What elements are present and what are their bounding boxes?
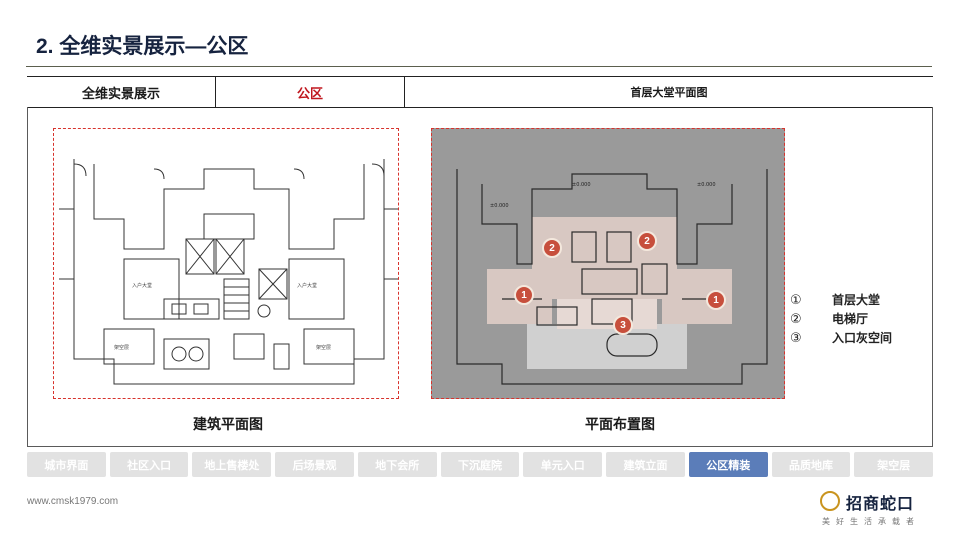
nav-button-sunken-courtyard[interactable]: 下沉庭院 [440, 452, 520, 477]
nav-button-city-interface[interactable]: 城市界面 [27, 452, 106, 477]
legend-label: 首层大堂 [832, 293, 881, 307]
plan-label-lobby-east: 入户大堂 [297, 282, 317, 289]
footer-url: www.cmsk1979.com [27, 496, 119, 507]
nav-button-facade[interactable]: 建筑立面 [606, 452, 685, 477]
page-title: 2. 全维实景展示—公区 [36, 35, 249, 58]
header-cell-plan-title: 首层大堂平面图 [630, 87, 708, 99]
brand-slogan: 美好生活承载者 [822, 517, 920, 526]
architectural-plan-panel: 入户大堂 入户大堂 架空层 架空层 [53, 128, 399, 399]
legend-number: ③ [790, 329, 802, 345]
layout-plan-panel: ±0.000 ±0.000 ±0.000 1 2 2 1 3 [431, 128, 785, 399]
nav-button-community-entrance[interactable]: 社区入口 [109, 452, 189, 477]
header-cell-category: 全维实景展示 [27, 77, 216, 107]
brand-name: 招商蛇口 [846, 496, 915, 513]
brand-logo: 招商蛇口 美好生活承载者 [820, 490, 935, 530]
nav-button-public-area-finish[interactable]: 公区精装 [688, 452, 768, 477]
elevation-label-1: ±0.000 [572, 182, 591, 188]
legend-item: ② 电梯厅 [790, 309, 892, 328]
zone-marker-lobby-east[interactable]: 1 [706, 290, 726, 310]
nav-button-backyard-landscape[interactable]: 后场景观 [275, 452, 354, 477]
legend-item: ③ 入口灰空间 [790, 328, 892, 347]
brand-mark-icon [820, 491, 840, 511]
header-cell-public-area: 公区 [216, 77, 405, 107]
legend-number: ① [790, 291, 802, 307]
zone-marker-lobby-west[interactable]: 1 [514, 285, 534, 305]
section-header-table: 全维实景展示 公区 首层大堂平面图 [27, 76, 933, 108]
nav-button-underground-club[interactable]: 地下会所 [357, 452, 437, 477]
zone-marker-elevator-east[interactable]: 2 [637, 231, 657, 251]
legend-number: ② [790, 310, 802, 326]
nav-button-unit-entrance[interactable]: 单元入口 [523, 452, 603, 477]
architectural-plan-caption: 建筑平面图 [193, 416, 263, 432]
elevation-label-2: ±0.000 [697, 182, 716, 188]
zone-marker-elevator-west[interactable]: 2 [542, 238, 562, 258]
nav-button-stilt-floor[interactable]: 架空层 [854, 452, 934, 477]
nav-button-quality-garage[interactable]: 品质地库 [771, 452, 851, 477]
architectural-plan-drawing: 入户大堂 入户大堂 架空层 架空层 [59, 159, 398, 385]
legend-label: 电梯厅 [832, 312, 869, 326]
layout-plan-drawing: ±0.000 ±0.000 ±0.000 [432, 129, 784, 398]
layout-plan-caption: 平面布置图 [585, 416, 655, 432]
plan-label-lobby-west: 入户大堂 [132, 282, 152, 289]
title-divider [26, 66, 932, 67]
plan-label-stilt-west: 架空层 [114, 344, 129, 351]
plan-label-stilt-east: 架空层 [316, 344, 331, 351]
section-nav-bar: 城市界面 社区入口 地上售楼处 后场景观 地下会所 下沉庭院 单元入口 建筑立面… [27, 452, 934, 477]
zone-legend: ① 首层大堂 ② 电梯厅 ③ 入口灰空间 [790, 290, 892, 347]
elevation-label-3: ±0.000 [490, 203, 509, 209]
content-frame [27, 107, 933, 447]
zone-marker-entrance[interactable]: 3 [613, 315, 633, 335]
nav-button-sales-office[interactable]: 地上售楼处 [192, 452, 272, 477]
legend-label: 入口灰空间 [832, 331, 893, 345]
legend-item: ① 首层大堂 [790, 290, 892, 309]
